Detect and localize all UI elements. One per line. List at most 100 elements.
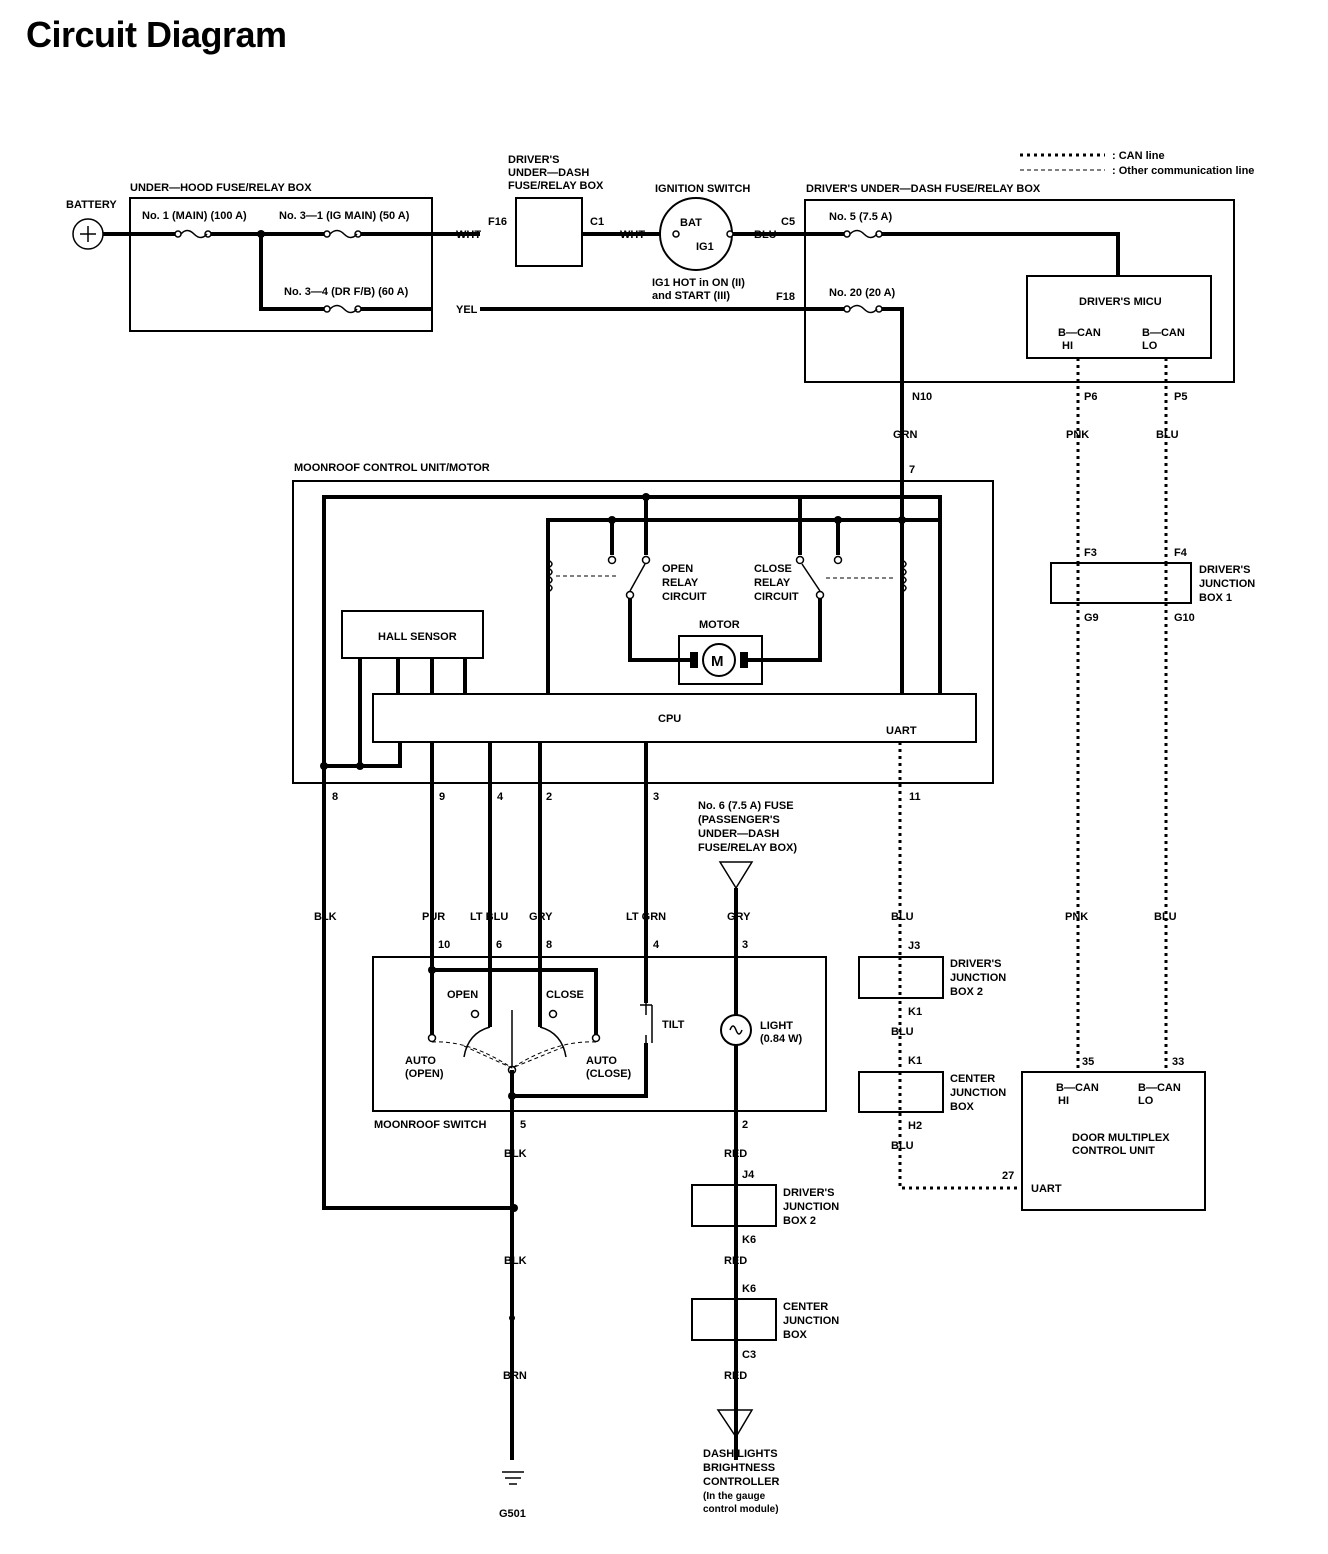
ignition-title: IGNITION SWITCH: [655, 183, 750, 195]
driver-junction-box-2-left: J4 K6 DRIVER'S JUNCTION BOX 2: [691, 1169, 839, 1246]
wire-red-3: RED: [724, 1370, 747, 1382]
switch-tilt-label: TILT: [662, 1019, 685, 1031]
underhood-title: UNDER—HOOD FUSE/RELAY BOX: [130, 182, 312, 194]
wire-blu-h2: BLU: [891, 1140, 914, 1152]
dudfb-small-title-2: UNDER—DASH: [508, 167, 589, 179]
fuse20-label: No. 20 (20 A): [829, 287, 896, 299]
door-pin-27: 27: [1002, 1170, 1014, 1182]
djb1-title-1: DRIVER'S: [1199, 564, 1251, 576]
wire-blk-1: BLK: [314, 911, 337, 923]
switch-auto-close-2: (CLOSE): [586, 1068, 632, 1080]
driver-junction-box-1: F3 F4 G9 G10 DRIVER'S JUNCTION BOX 1: [1050, 547, 1255, 624]
driver-micu: DRIVER'S MICU B—CAN HI B—CAN LO: [1026, 275, 1212, 359]
open-relay-switch-icon: [607, 555, 651, 600]
wire-pur: PUR: [422, 911, 445, 923]
switch-pin-5: 5: [520, 1119, 526, 1131]
pin-p5: P5: [1174, 391, 1187, 403]
pin-c1: C1: [590, 216, 604, 228]
driver-underdash-fuse-relay-box: DRIVER'S UNDER—DASH FUSE/RELAY BOX No. 5…: [804, 183, 1235, 383]
fuse31-label: No. 3—1 (IG MAIN) (50 A): [279, 210, 410, 222]
pin-4: 4: [497, 791, 504, 803]
cjb-left-title-3: BOX: [783, 1329, 808, 1341]
cjb-left-c3: C3: [742, 1349, 756, 1361]
pin-8: 8: [332, 791, 338, 803]
fuse6-label-3: UNDER—DASH: [698, 828, 779, 840]
close-relay-label-2: RELAY: [754, 577, 791, 589]
battery-label: BATTERY: [66, 199, 117, 211]
light-label-2: (0.84 W): [760, 1033, 803, 1045]
cjb-left-title-2: JUNCTION: [783, 1315, 839, 1327]
light-bulb-icon: LIGHT (0.84 W): [720, 1014, 803, 1046]
djb2-right-title-1: DRIVER'S: [950, 958, 1002, 970]
page-title: Circuit Diagram: [26, 14, 287, 55]
hall-sensor-label: HALL SENSOR: [378, 631, 457, 643]
wire-pnk-2: PNK: [1065, 911, 1088, 923]
moonroof-control-unit: MOONROOF CONTROL UNIT/MOTOR 7: [292, 462, 994, 784]
fuse1-label: No. 1 (MAIN) (100 A): [142, 210, 247, 222]
motor-symbol: M: [711, 653, 724, 670]
fuse6-label-1: No. 6 (7.5 A) FUSE: [698, 800, 794, 812]
ignition-note-1: IG1 HOT in ON (II): [652, 277, 745, 289]
switch-contacts-icon: [427, 1009, 601, 1075]
wire-blk-2: BLK: [504, 1148, 527, 1160]
djb1-f3: F3: [1084, 547, 1097, 559]
fuse31-icon: [323, 229, 362, 239]
pin-2: 2: [546, 791, 552, 803]
djb1-g10: G10: [1174, 612, 1195, 624]
close-relay-label-1: CLOSE: [754, 563, 792, 575]
wire-lt-grn: LT GRN: [626, 911, 666, 923]
close-relay-coil: [900, 559, 907, 593]
switch-pin-8: 8: [546, 939, 552, 951]
battery: BATTERY: [66, 199, 117, 250]
dash-lights-controller: DASH LIGHTS BRIGHTNESS CONTROLLER (In th…: [703, 1409, 779, 1515]
cjb-right-title-3: BOX: [950, 1101, 975, 1113]
center-junction-box-right: K1 H2 CENTER JUNCTION BOX: [858, 1055, 1006, 1132]
ignition-note-2: and START (III): [652, 290, 730, 302]
legend: : CAN line : Other communication line: [1020, 150, 1254, 177]
switch-pin-3: 3: [742, 939, 748, 951]
djb1-title-3: BOX 1: [1199, 592, 1232, 604]
switch-auto-open-2: (OPEN): [405, 1068, 444, 1080]
wire-lt-blu: LT BLU: [470, 911, 508, 923]
pin-11: 11: [909, 791, 921, 803]
open-relay-label-2: RELAY: [662, 577, 699, 589]
micu-bcan-hi-1: B—CAN: [1058, 327, 1101, 339]
ground-label: G501: [499, 1508, 526, 1520]
wire-yel: YEL: [456, 304, 478, 316]
fuse6-label-4: FUSE/RELAY BOX): [698, 842, 797, 854]
switch-pin-6: 6: [496, 939, 502, 951]
pin-p6: P6: [1084, 391, 1097, 403]
fuse34-label: No. 3—4 (DR F/B) (60 A): [284, 286, 409, 298]
micu-title: DRIVER'S MICU: [1079, 296, 1162, 308]
dash-ctrl-4: (In the gauge: [703, 1491, 766, 1502]
dudfb-small-title-1: DRIVER'S: [508, 154, 560, 166]
fuse20-icon: [843, 304, 883, 314]
pin-f16: F16: [488, 216, 507, 228]
cpu-uart-label: UART: [886, 725, 917, 737]
door-bcan-hi-2: HI: [1058, 1095, 1069, 1107]
wire-gry-2: GRY: [727, 911, 751, 923]
micu-bcan-lo-2: LO: [1142, 340, 1158, 352]
wire-blk-3: BLK: [504, 1255, 527, 1267]
djb1-f4: F4: [1174, 547, 1188, 559]
motor-label: MOTOR: [699, 619, 740, 631]
switch-title: MOONROOF SWITCH: [374, 1119, 486, 1131]
switch-auto-open-1: AUTO: [405, 1055, 436, 1067]
dash-ctrl-1: DASH LIGHTS: [703, 1448, 778, 1460]
pin-c5: C5: [781, 216, 795, 228]
fuse5-label: No. 5 (7.5 A): [829, 211, 892, 223]
micu-bcan-hi-2: HI: [1062, 340, 1073, 352]
switch-pin-4: 4: [653, 939, 660, 951]
legend-can-line: : CAN line: [1112, 150, 1165, 162]
door-pin-35: 35: [1082, 1056, 1094, 1068]
wire-grn: GRN: [893, 429, 918, 441]
dash-ctrl-5: control module): [703, 1504, 779, 1515]
switch-pin-2: 2: [742, 1119, 748, 1131]
switch-auto-close-1: AUTO: [586, 1055, 617, 1067]
dudfb-small-title-3: FUSE/RELAY BOX: [508, 180, 604, 192]
moonroof-switch: MOONROOF SWITCH 10 6 8 4 3 5 2: [372, 939, 827, 1131]
hall-sensor: HALL SENSOR: [341, 610, 484, 659]
wire-red-2: RED: [724, 1255, 747, 1267]
djb2-left-j4: J4: [742, 1169, 755, 1181]
pin-n10: N10: [912, 391, 932, 403]
